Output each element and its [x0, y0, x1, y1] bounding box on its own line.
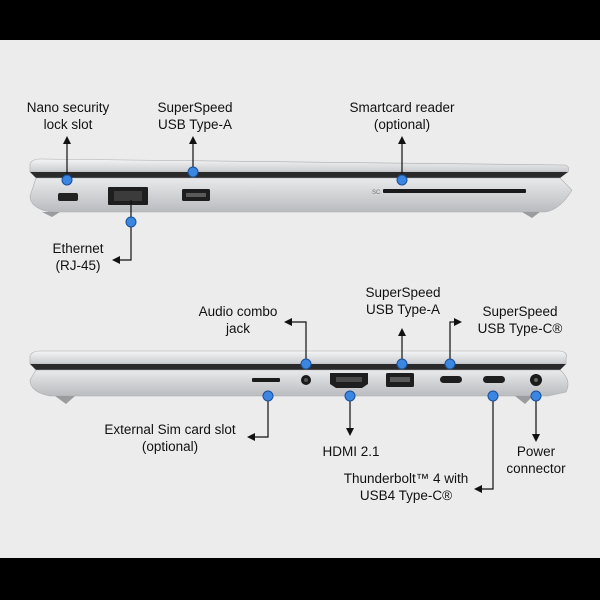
dot-usb-c — [444, 358, 456, 370]
label-hdmi: HDMI 2.1 — [322, 444, 380, 459]
dot-smartcard — [396, 174, 408, 186]
dot-power — [530, 390, 542, 402]
dot-thunderbolt — [487, 390, 499, 402]
callout-dots-bottom — [262, 358, 542, 402]
dot-hdmi — [344, 390, 356, 402]
security-lock-slot — [58, 193, 78, 201]
dot-usb-a-right — [396, 358, 408, 370]
label-nano-lock: Nano security lock slot — [26, 100, 110, 132]
thunderbolt-port — [483, 376, 505, 383]
label-usb-a-right: SuperSpeed USB Type-A — [365, 285, 441, 317]
sim-slot — [252, 378, 280, 382]
dot-audio — [300, 358, 312, 370]
smartcard-glyph: SC — [372, 190, 381, 196]
laptop-right-side — [29, 350, 569, 404]
laptop-left-side: SC — [29, 158, 573, 218]
label-ethernet: Ethernet (RJ-45) — [52, 241, 104, 273]
label-usb-a-top: SuperSpeed USB Type-A — [157, 100, 233, 132]
smartcard-slot — [383, 189, 526, 193]
dot-usb-a-top — [187, 166, 199, 178]
callout-arrows-bottom — [247, 318, 540, 493]
usb-c-port — [440, 376, 462, 383]
label-sim: External Sim card slot (optional) — [104, 422, 236, 454]
callout-dots-top — [61, 166, 408, 228]
dot-ethernet — [125, 216, 137, 228]
label-usb-c: SuperSpeed USB Type-C® — [477, 304, 563, 336]
callout-arrows-top — [63, 136, 406, 264]
dot-lock-slot — [61, 174, 73, 186]
label-power: Power connector — [506, 444, 566, 476]
callout-lines-bottom — [251, 321, 537, 490]
product-panel — [0, 40, 600, 558]
label-thunderbolt: Thunderbolt™ 4 with USB4 Type-C® — [343, 471, 469, 503]
label-audio: Audio combo jack — [198, 304, 278, 336]
dot-sim — [262, 390, 274, 402]
label-smartcard: Smartcard reader (optional) — [349, 100, 455, 132]
